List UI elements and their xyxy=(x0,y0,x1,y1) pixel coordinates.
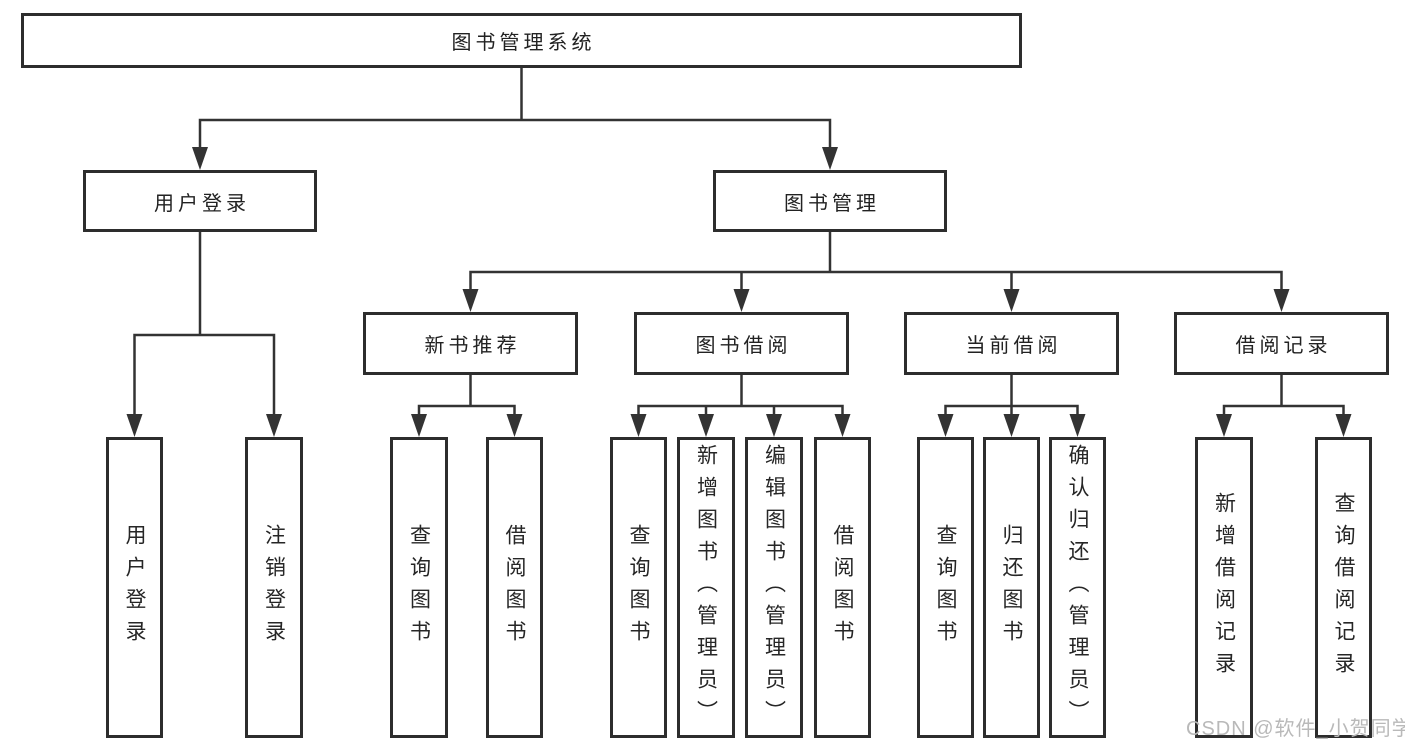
leaf-query-books-recommend: 查询图书 xyxy=(390,437,448,738)
leaf-edit-book-admin-label: 编辑图书（管理员） xyxy=(762,443,786,732)
leaf-query-borrow-record: 查询借阅记录 xyxy=(1315,437,1372,738)
leaf-edit-book-admin: 编辑图书（管理员） xyxy=(745,437,803,738)
node-new-book-recommend: 新书推荐 xyxy=(363,312,578,375)
leaf-confirm-return-admin-label: 确认归还（管理员） xyxy=(1066,443,1089,732)
leaf-borrow-books-borrowing-label: 借阅图书 xyxy=(831,523,854,652)
leaf-add-book-admin-label: 新增图书（管理员） xyxy=(694,443,718,732)
leaf-logout: 注销登录 xyxy=(245,437,303,738)
leaf-query-borrow-record-label: 查询借阅记录 xyxy=(1332,491,1355,684)
leaf-borrow-books-recommend: 借阅图书 xyxy=(486,437,543,738)
leaf-add-borrow-record: 新增借阅记录 xyxy=(1195,437,1253,738)
leaf-query-books-recommend-label: 查询图书 xyxy=(407,523,431,652)
leaf-logout-label: 注销登录 xyxy=(262,523,286,652)
leaf-return-book-label: 归还图书 xyxy=(1000,523,1023,652)
leaf-borrow-books-recommend-label: 借阅图书 xyxy=(503,523,526,652)
node-current-borrowing: 当前借阅 xyxy=(904,312,1119,375)
leaf-query-books-borrowing-label: 查询图书 xyxy=(627,523,650,652)
node-book-management: 图书管理 xyxy=(713,170,947,232)
leaf-user-login: 用户登录 xyxy=(106,437,163,738)
node-borrowing-records: 借阅记录 xyxy=(1174,312,1389,375)
leaf-query-books-borrowing: 查询图书 xyxy=(610,437,667,738)
csdn-watermark: CSDN @软件_小贺同学 xyxy=(1186,718,1405,740)
leaf-add-borrow-record-label: 新增借阅记录 xyxy=(1212,491,1236,684)
node-book-borrowing: 图书借阅 xyxy=(634,312,849,375)
arrowheads xyxy=(126,147,1352,437)
leaf-confirm-return-admin: 确认归还（管理员） xyxy=(1049,437,1106,738)
node-library-system: 图书管理系统 xyxy=(21,13,1022,68)
leaf-query-books-current: 查询图书 xyxy=(917,437,974,738)
node-user-login: 用户登录 xyxy=(83,170,317,232)
leaf-add-book-admin: 新增图书（管理员） xyxy=(677,437,735,738)
leaf-query-books-current-label: 查询图书 xyxy=(934,523,957,652)
leaf-user-login-label: 用户登录 xyxy=(123,523,146,652)
connector-lines xyxy=(133,68,1345,415)
leaf-return-book: 归还图书 xyxy=(983,437,1040,738)
leaf-borrow-books-borrowing: 借阅图书 xyxy=(814,437,871,738)
